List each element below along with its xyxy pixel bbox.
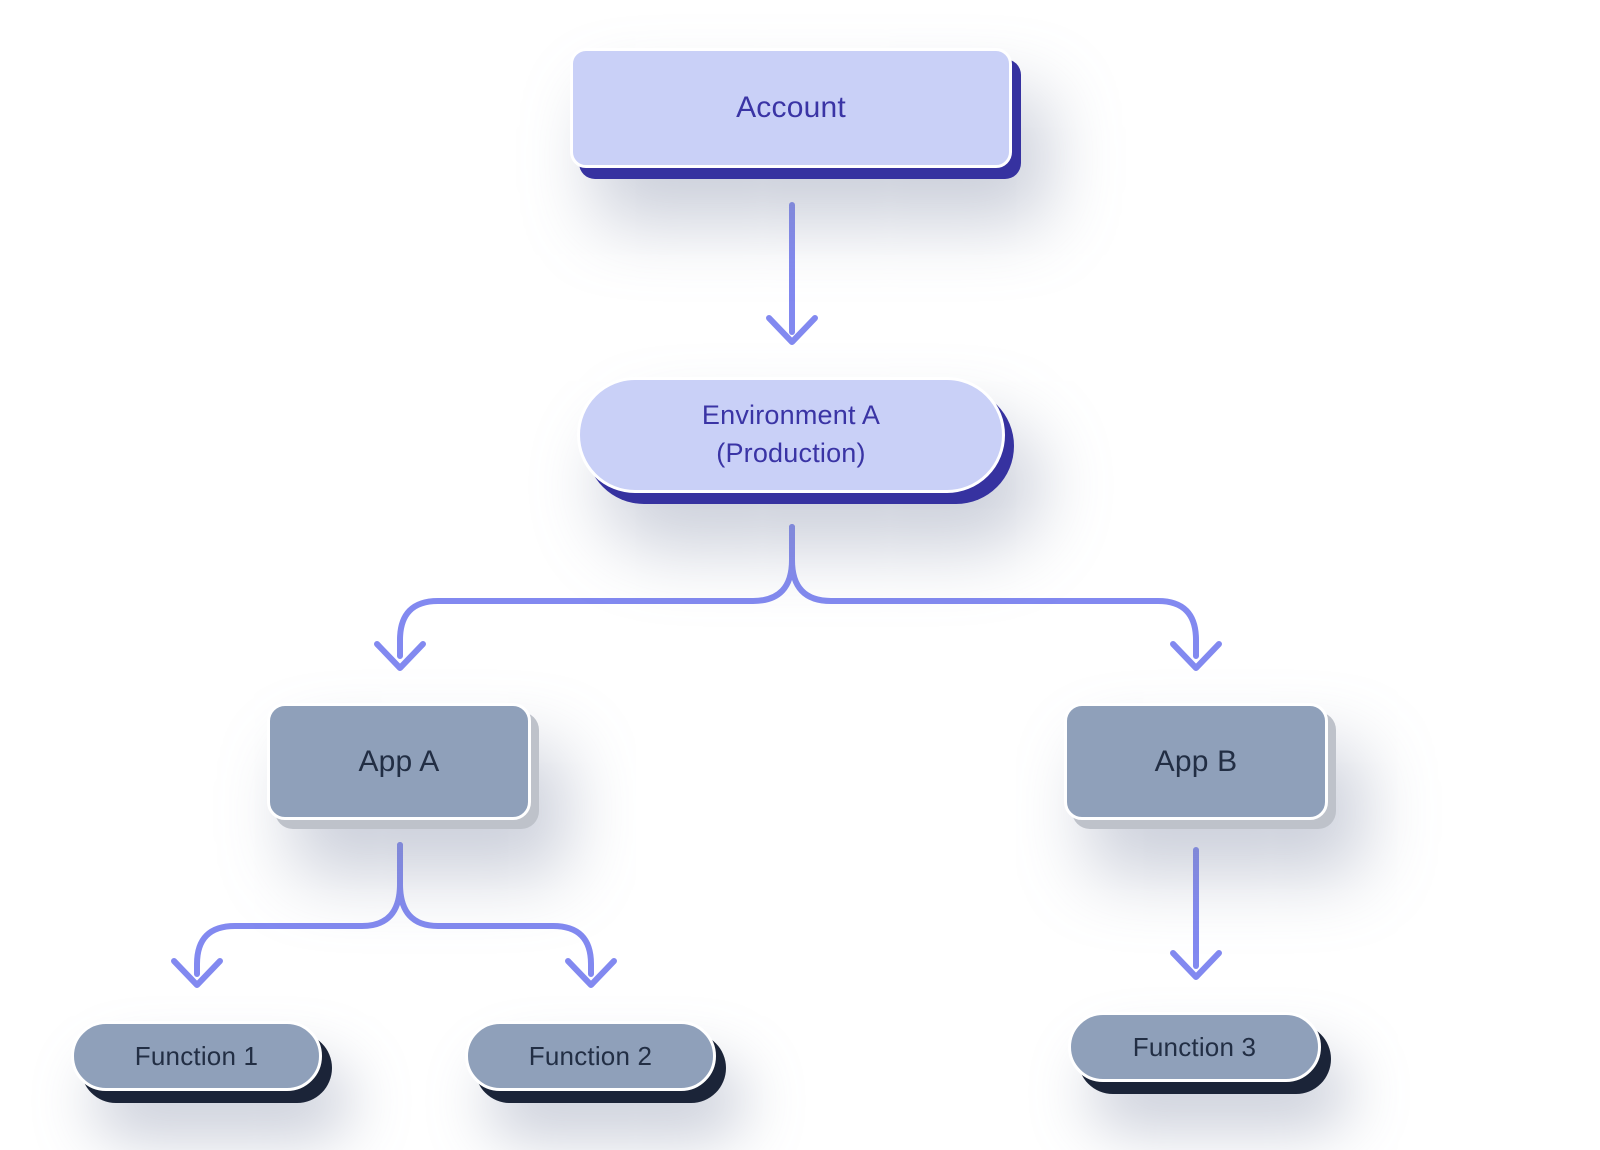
- node-environment-label-line2: (Production): [716, 438, 866, 468]
- arrow-app-a-to-function-2: [397, 842, 617, 988]
- node-environment-label: Environment A (Production): [702, 397, 880, 473]
- arrowhead-icon: [374, 641, 426, 671]
- arrow-account-to-environment: [766, 202, 818, 345]
- arrowhead-icon: [1170, 950, 1222, 980]
- node-function-2: Function 2: [465, 1021, 716, 1091]
- node-app-b: App B: [1064, 703, 1328, 820]
- node-account: Account: [570, 48, 1012, 168]
- node-function-1: Function 1: [71, 1021, 322, 1091]
- arrow-app-b-to-function-3: [1170, 847, 1222, 980]
- arrowhead-icon: [766, 315, 818, 345]
- node-app-a: App A: [267, 703, 531, 820]
- node-function-3-label: Function 3: [1132, 1031, 1257, 1062]
- arrow-environment-to-app-b: [789, 524, 1222, 671]
- arrowhead-icon: [565, 958, 617, 988]
- node-environment: Environment A (Production): [577, 377, 1005, 493]
- node-app-a-label: App A: [358, 744, 440, 778]
- arrowhead-icon: [171, 958, 223, 988]
- arrowhead-icon: [1170, 641, 1222, 671]
- node-app-b-label: App B: [1154, 744, 1238, 778]
- node-function-2-label: Function 2: [528, 1040, 653, 1071]
- arrow-app-a-to-function-1: [171, 842, 403, 988]
- node-environment-label-line1: Environment A: [701, 400, 881, 431]
- node-function-1-label: Function 1: [134, 1040, 259, 1071]
- node-function-3: Function 3: [1068, 1012, 1321, 1082]
- arrow-environment-to-app-a: [374, 524, 795, 671]
- node-account-label: Account: [736, 91, 846, 124]
